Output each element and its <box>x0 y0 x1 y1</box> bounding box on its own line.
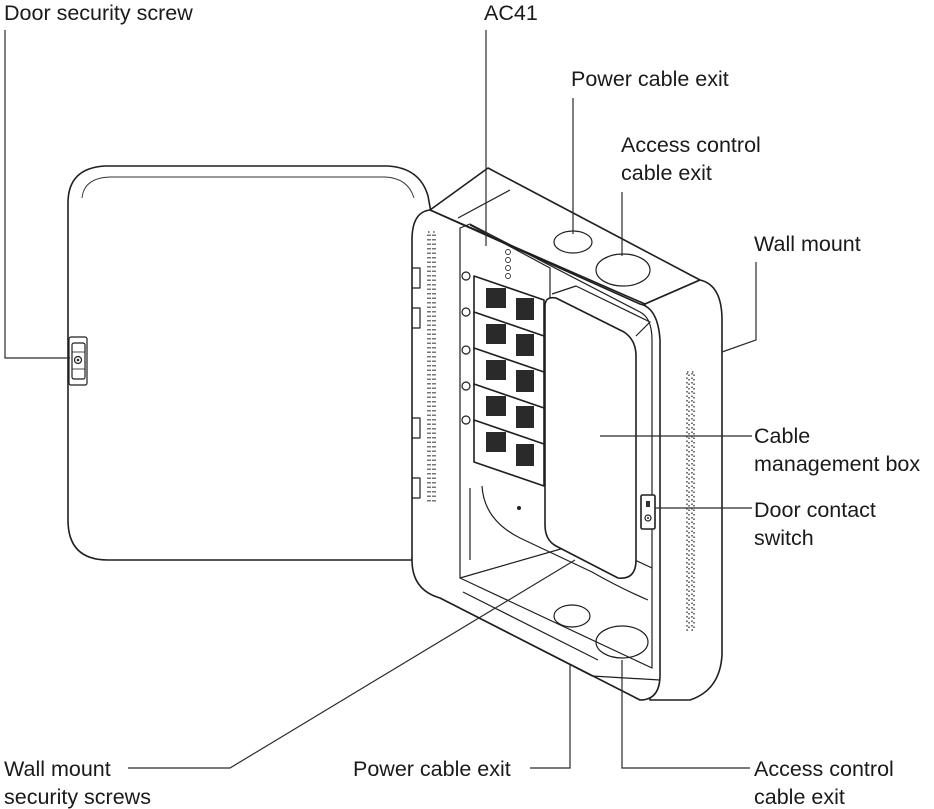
controller-board <box>461 224 551 487</box>
label-access-control-top-line2: cable exit <box>621 161 712 185</box>
label-power-cable-exit-bottom: Power cable exit <box>353 757 511 781</box>
label-door-security-screw: Door security screw <box>4 1 193 25</box>
label-wall-mount: Wall mount <box>754 232 861 256</box>
callout-lines <box>4 30 757 769</box>
door-contact-switch-icon <box>640 494 656 530</box>
label-door-contact-line1: Door contact <box>754 498 876 522</box>
label-wall-mount-screws-line2: security screws <box>4 785 151 809</box>
labels: Door security screw AC41 Power cable exi… <box>4 1 920 809</box>
label-cable-management-line1: Cable <box>754 424 810 448</box>
door-security-screw-icon <box>68 336 88 386</box>
right-vent <box>686 371 695 631</box>
cable-management-box <box>544 285 651 579</box>
label-power-cable-exit-top: Power cable exit <box>571 67 729 91</box>
label-access-control-bottom-line2: cable exit <box>754 785 845 809</box>
label-access-control-bottom-line1: Access control <box>754 757 894 781</box>
label-access-control-top-line1: Access control <box>621 133 761 157</box>
enclosure-door <box>67 165 433 561</box>
left-vent <box>427 231 436 503</box>
terminal-blocks <box>473 275 545 487</box>
label-door-contact-line2: switch <box>754 526 814 550</box>
label-model: AC41 <box>484 1 538 25</box>
label-wall-mount-screws-line1: Wall mount <box>4 757 111 781</box>
label-cable-management-line2: management box <box>754 452 920 476</box>
